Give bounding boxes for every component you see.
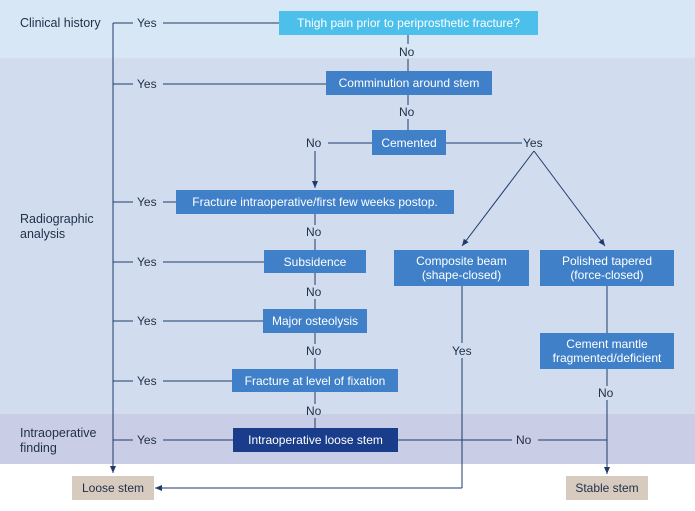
fracture-level-of-fixation-box: Fracture at level of fixation <box>232 369 398 392</box>
yes-label-intraoperative: Yes <box>137 433 157 447</box>
no-label-intraoperative: No <box>516 433 532 447</box>
subsidence-box: Subsidence <box>264 250 366 273</box>
no-label-subsidence: No <box>306 285 322 299</box>
no-label-cement-mantle: No <box>598 386 614 400</box>
comminution-box: Comminution around stem <box>326 71 492 95</box>
yes-label-fixation: Yes <box>137 374 157 388</box>
no-label-fixation: No <box>306 404 322 418</box>
stable-stem-outcome: Stable stem <box>566 476 648 500</box>
yes-label-subsidence: Yes <box>137 255 157 269</box>
cemented-box: Cemented <box>372 130 446 155</box>
yes-label-osteolysis: Yes <box>137 314 157 328</box>
yes-label-composite-beam: Yes <box>452 344 472 358</box>
composite-beam-box: Composite beam (shape-closed) <box>394 250 529 286</box>
no-label-comminution: No <box>399 105 415 119</box>
polished-tapered-box: Polished tapered (force-closed) <box>540 250 674 286</box>
no-label-osteolysis: No <box>306 344 322 358</box>
no-label-cemented: No <box>306 136 322 150</box>
yes-label-cemented: Yes <box>523 136 543 150</box>
fracture-intraoperative-box: Fracture intraoperative/first few weeks … <box>176 190 454 214</box>
yes-label-thigh-pain: Yes <box>137 16 157 30</box>
no-label-fracture-intraop: No <box>306 225 322 239</box>
section-radiographic-analysis: Radiographic analysis <box>20 212 94 241</box>
loose-stem-outcome: Loose stem <box>72 476 154 500</box>
no-label-thigh-pain: No <box>399 45 415 59</box>
yes-label-comminution: Yes <box>137 77 157 91</box>
cement-mantle-box: Cement mantle fragmented/deficient <box>540 333 674 369</box>
intraoperative-loose-stem-box: Intraoperative loose stem <box>233 428 398 452</box>
section-clinical-history: Clinical history <box>20 16 101 30</box>
section-intraoperative-finding: Intraoperative finding <box>20 426 97 455</box>
yes-label-fracture-intraop: Yes <box>137 195 157 209</box>
thigh-pain-question-box: Thigh pain prior to periprosthetic fract… <box>279 11 538 35</box>
major-osteolysis-box: Major osteolysis <box>263 309 367 333</box>
